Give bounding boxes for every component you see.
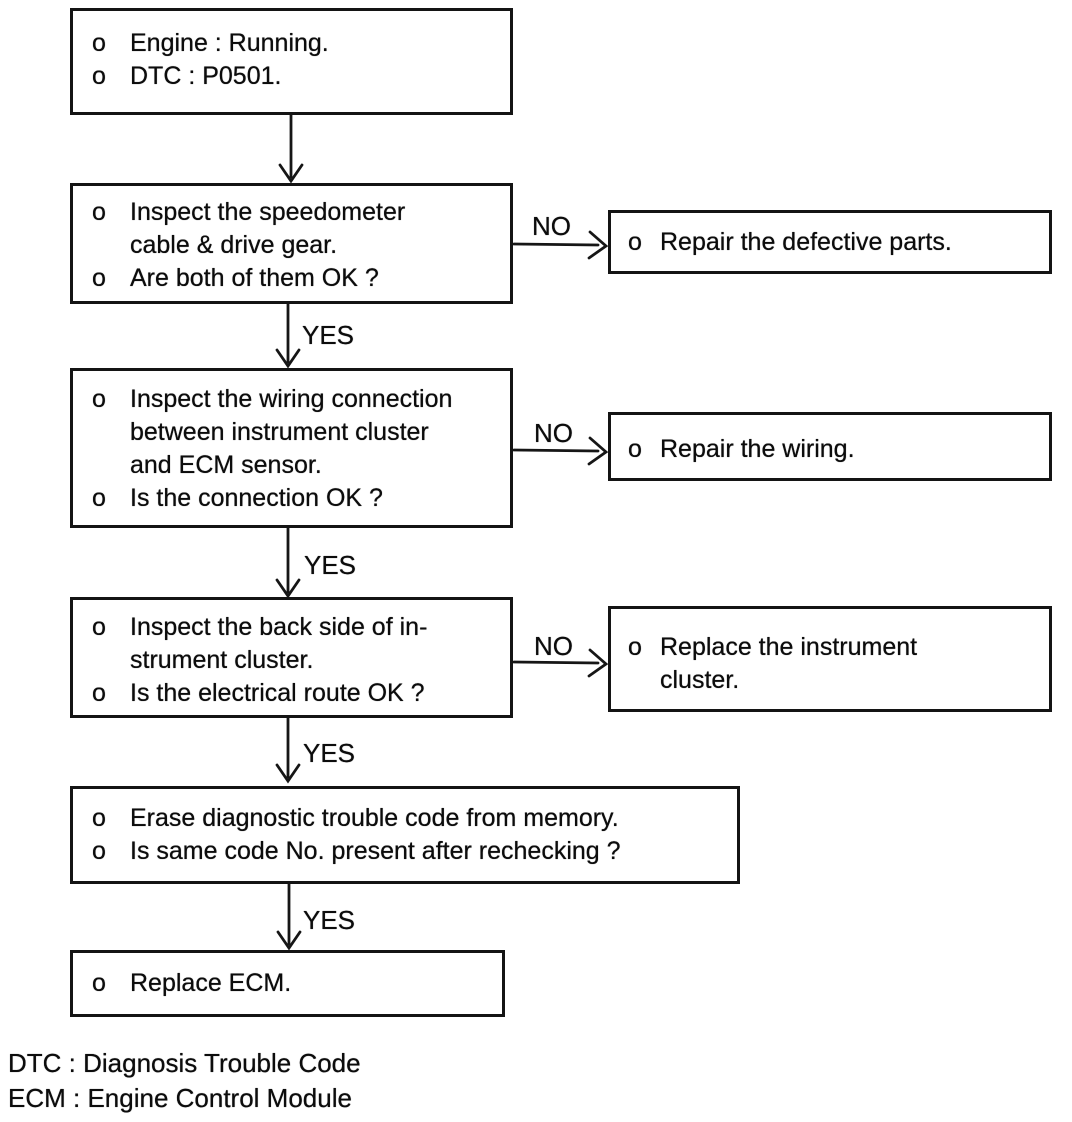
node-row: strument cluster. [92,644,502,677]
arrow-down-yes-1 [275,301,301,369]
node-row: o Inspect the back side of in- [92,611,502,644]
bullet-marker: o [92,62,106,90]
legend-line-ecm: ECM : Engine Control Module [8,1083,352,1113]
arrow-right-no-3 [512,648,609,678]
edge-label-yes-3: YES [303,738,356,768]
node-text: DTC : P0501. [130,62,282,90]
node-text: Inspect the wiring connection [130,385,453,413]
node-row: between instrument cluster [92,416,502,449]
bullet-marker: o [92,837,106,865]
node-row: o Replace ECM. [92,967,494,1000]
bullet-marker [92,644,130,677]
node-text: strument cluster. [130,646,314,674]
bullet-marker: o [92,484,106,512]
node-text: Replace the instrument [660,633,918,661]
bullet-marker: o [92,264,106,292]
node-row: o Replace the instrument [628,631,1041,664]
bullet-marker: o [628,435,642,463]
flow-node-check-speedometer: o Inspect the speedometer cable & drive … [70,183,513,304]
bullet-marker: o [92,679,106,707]
arrow-down-1 [278,113,304,184]
node-text: Repair the defective parts. [660,228,952,256]
node-row: cable & drive gear. [92,229,502,262]
node-text: and ECM sensor. [130,451,322,479]
node-text: Engine : Running. [130,29,329,57]
node-row: and ECM sensor. [92,449,502,482]
edge-label-yes-1: YES [302,320,355,350]
flow-node-repair-wiring: o Repair the wiring. [608,412,1052,481]
bullet-marker [628,664,660,697]
node-text: Is the electrical route OK ? [130,679,425,707]
arrow-down-yes-4 [276,882,302,951]
bullet-marker: o [92,613,106,641]
node-row: o Is same code No. present after recheck… [92,835,729,868]
node-text: Is same code No. present after recheckin… [130,837,621,865]
bullet-marker: o [628,228,642,256]
node-text: cable & drive gear. [130,231,338,259]
node-text: Replace ECM. [130,969,292,997]
bullet-marker [92,449,130,482]
flow-node-erase-dtc: o Erase diagnostic trouble code from mem… [70,786,740,884]
flow-node-repair-parts: o Repair the defective parts. [608,210,1052,274]
edge-label-no-2: NO [534,418,573,448]
flow-node-check-wiring: o Inspect the wiring connection between … [70,368,513,528]
bullet-marker: o [92,969,106,997]
edge-label-no-1: NO [532,211,571,241]
arrow-down-yes-3 [275,716,301,784]
flow-node-check-cluster-back: o Inspect the back side of in- strument … [70,597,513,718]
bullet-marker: o [92,198,106,226]
node-row: o Repair the defective parts. [628,226,1041,259]
node-row: o Repair the wiring. [628,433,1041,466]
node-text: between instrument cluster [130,418,429,446]
arrow-down-yes-2 [275,526,301,599]
node-row: o Is the electrical route OK ? [92,677,502,710]
node-row: o Is the connection OK ? [92,482,502,515]
node-row: o Inspect the speedometer [92,196,502,229]
bullet-marker: o [92,385,106,413]
abbreviation-legend: DTC : Diagnosis Trouble Code ECM : Engin… [8,1046,361,1116]
legend-line-dtc: DTC : Diagnosis Trouble Code [8,1048,361,1078]
node-text: Inspect the back side of in- [130,613,428,641]
node-text: Erase diagnostic trouble code from memor… [130,804,619,832]
bullet-marker: o [628,633,642,661]
node-row: o Erase diagnostic trouble code from mem… [92,802,729,835]
bullet-marker [92,229,130,262]
node-row: o Inspect the wiring connection [92,383,502,416]
bullet-marker [92,416,130,449]
node-text: cluster. [660,666,740,694]
flow-node-replace-cluster: o Replace the instrument cluster. [608,606,1052,712]
node-row: o Are both of them OK ? [92,262,502,295]
node-text: Inspect the speedometer [130,198,406,226]
edge-label-yes-4: YES [303,905,356,935]
arrow-right-no-2 [512,436,609,466]
node-row: cluster. [628,664,1041,697]
node-text: Are both of them OK ? [130,264,379,292]
flow-node-replace-ecm: o Replace ECM. [70,950,505,1017]
edge-label-yes-2: YES [304,550,357,580]
node-text: Is the connection OK ? [130,484,383,512]
edge-label-no-3: NO [534,631,573,661]
node-row: o Engine : Running. [92,27,502,60]
bullet-marker: o [92,29,106,57]
node-text: Repair the wiring. [660,435,855,463]
arrow-right-no-1 [512,230,609,260]
node-row: o DTC : P0501. [92,60,502,93]
bullet-marker: o [92,804,106,832]
flow-node-start: o Engine : Running. o DTC : P0501. [70,8,513,115]
